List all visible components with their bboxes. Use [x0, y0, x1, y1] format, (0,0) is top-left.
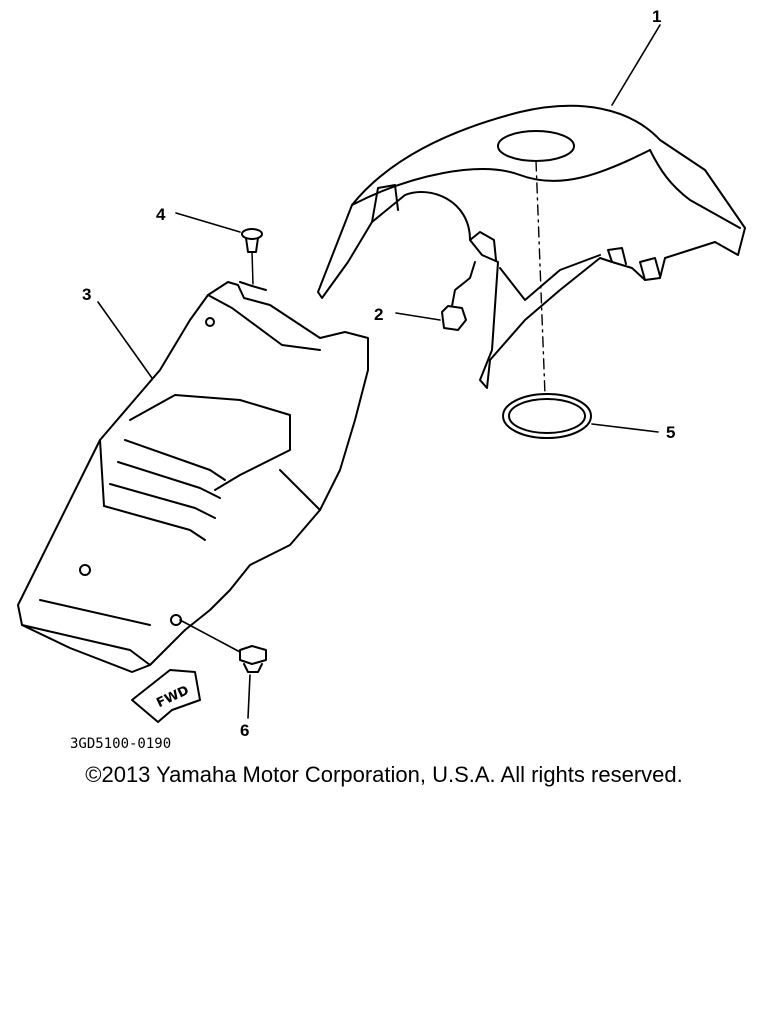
tank-cover-part — [317, 104, 746, 396]
callout-3: 3 — [82, 285, 91, 304]
callout-1: 1 — [652, 7, 661, 26]
bolt-part — [239, 645, 267, 673]
part-code: 3GD5100-0190 — [70, 736, 171, 752]
ring-part — [502, 393, 592, 439]
callout-4: 4 — [156, 205, 166, 224]
callout-2: 2 — [374, 305, 383, 324]
exploded-parts-diagram: 1 2 3 4 5 6 FWD 3GD5100-0190 — [17, 7, 746, 752]
nut-part — [441, 261, 476, 331]
fwd-label: FWD — [154, 683, 191, 711]
diagram-svg: 1 2 3 4 5 6 FWD 3GD5100-0190 — [17, 7, 746, 752]
leader-lines — [97, 24, 661, 719]
callout-5: 5 — [666, 423, 675, 442]
seat-cover-part — [17, 281, 369, 673]
screw-part — [239, 228, 267, 291]
callout-6: 6 — [240, 721, 249, 740]
copyright-notice: ©2013 Yamaha Motor Corporation, U.S.A. A… — [85, 762, 683, 787]
fwd-arrow-icon — [131, 669, 201, 723]
